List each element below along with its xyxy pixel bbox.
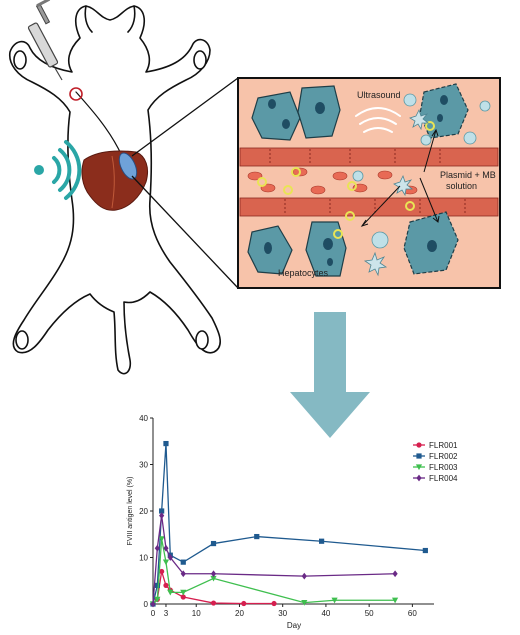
microbubbles <box>352 93 491 249</box>
series-flr003 <box>149 536 399 608</box>
ultrasound-waves-icon <box>355 107 401 133</box>
liver-shape <box>81 150 149 211</box>
data-point <box>180 594 186 600</box>
series-flr002 <box>150 440 428 607</box>
dog-illustration <box>8 5 222 375</box>
data-point <box>162 559 170 566</box>
x-axis-label: Day <box>287 621 301 630</box>
legend-item-flr002: FLR002 <box>413 452 458 461</box>
series-line <box>152 443 426 605</box>
data-point <box>158 536 165 542</box>
legend-item-flr004: FLR004 <box>413 474 458 483</box>
legend-label: FLR002 <box>429 452 458 461</box>
x-tick-label: 10 <box>192 609 201 618</box>
x-tick-label: 50 <box>365 609 374 618</box>
legend-item-flr003: FLR003 <box>413 463 458 472</box>
data-point <box>210 600 217 606</box>
y-tick-label: 40 <box>139 414 148 423</box>
data-point <box>301 572 307 580</box>
y-axis-label: FVIII antigen level (%) <box>127 477 134 546</box>
x-tick-label: 30 <box>278 609 287 618</box>
data-point <box>391 597 399 604</box>
vessel-wall-top <box>239 147 499 167</box>
data-point <box>150 600 156 608</box>
inset-panel: Ultrasound Plasmid + MB solution Hepatoc… <box>237 77 501 289</box>
data-point <box>180 559 186 565</box>
legend-label: FLR001 <box>429 441 458 450</box>
syringe-icon <box>27 0 63 81</box>
data-point <box>416 453 422 459</box>
injection-site-marker <box>69 87 83 101</box>
vessel-wall-bottom <box>239 197 499 217</box>
x-tick-label: 60 <box>408 609 417 618</box>
label-hepatocytes: Hepatocytes <box>278 268 329 278</box>
series-line <box>152 538 396 605</box>
data-point <box>159 568 165 575</box>
label-solution: solution <box>446 181 477 191</box>
data-point <box>319 538 325 544</box>
y-tick-label: 30 <box>139 461 148 470</box>
data-point <box>154 596 161 603</box>
data-point <box>159 508 165 514</box>
data-point <box>180 589 187 596</box>
legend-label: FLR003 <box>429 463 458 472</box>
data-point <box>163 582 169 589</box>
data-point <box>392 570 398 578</box>
data-point <box>301 600 308 606</box>
data-point <box>415 464 423 471</box>
legend-item-flr001: FLR001 <box>413 441 458 450</box>
data-point <box>210 540 217 547</box>
label-ultrasound: Ultrasound <box>357 90 401 100</box>
red-blood-cells <box>247 167 418 195</box>
data-point <box>180 570 186 578</box>
connector-line-bottom <box>131 175 239 289</box>
data-point <box>210 575 217 582</box>
hepatocyte-cells <box>247 83 469 277</box>
x-tick-label: 3 <box>164 609 169 618</box>
data-point <box>416 442 422 448</box>
series-line <box>152 515 396 605</box>
data-point <box>167 554 173 561</box>
legend-label: FLR004 <box>429 474 458 483</box>
x-tick-label: 0 <box>151 609 156 618</box>
data-point <box>271 600 277 607</box>
y-tick-label: 20 <box>139 507 148 516</box>
data-point <box>331 597 338 604</box>
data-point <box>154 544 160 552</box>
data-point <box>241 600 247 607</box>
data-point <box>167 589 174 596</box>
data-point <box>163 544 169 552</box>
data-point <box>422 547 428 554</box>
data-point <box>210 570 217 578</box>
hepatocyte-nuclei <box>264 95 448 266</box>
y-tick-label: 0 <box>144 600 149 609</box>
x-tick-label: 40 <box>321 609 330 618</box>
transfection-arrows <box>360 128 440 227</box>
data-point <box>154 582 160 588</box>
x-tick-label: 20 <box>235 609 244 618</box>
label-plasmid: Plasmid + MB <box>440 170 496 180</box>
plasmid-rings <box>257 121 435 239</box>
y-tick-label: 10 <box>139 554 148 563</box>
data-point <box>163 440 169 447</box>
ultrasound-probe-icon <box>34 140 82 200</box>
chart-series <box>149 440 428 608</box>
data-point <box>159 512 165 520</box>
series-flr004 <box>150 512 398 608</box>
data-point <box>416 474 422 482</box>
data-point <box>254 533 260 540</box>
connector-line-top <box>131 77 239 157</box>
down-arrow-icon <box>290 312 370 438</box>
